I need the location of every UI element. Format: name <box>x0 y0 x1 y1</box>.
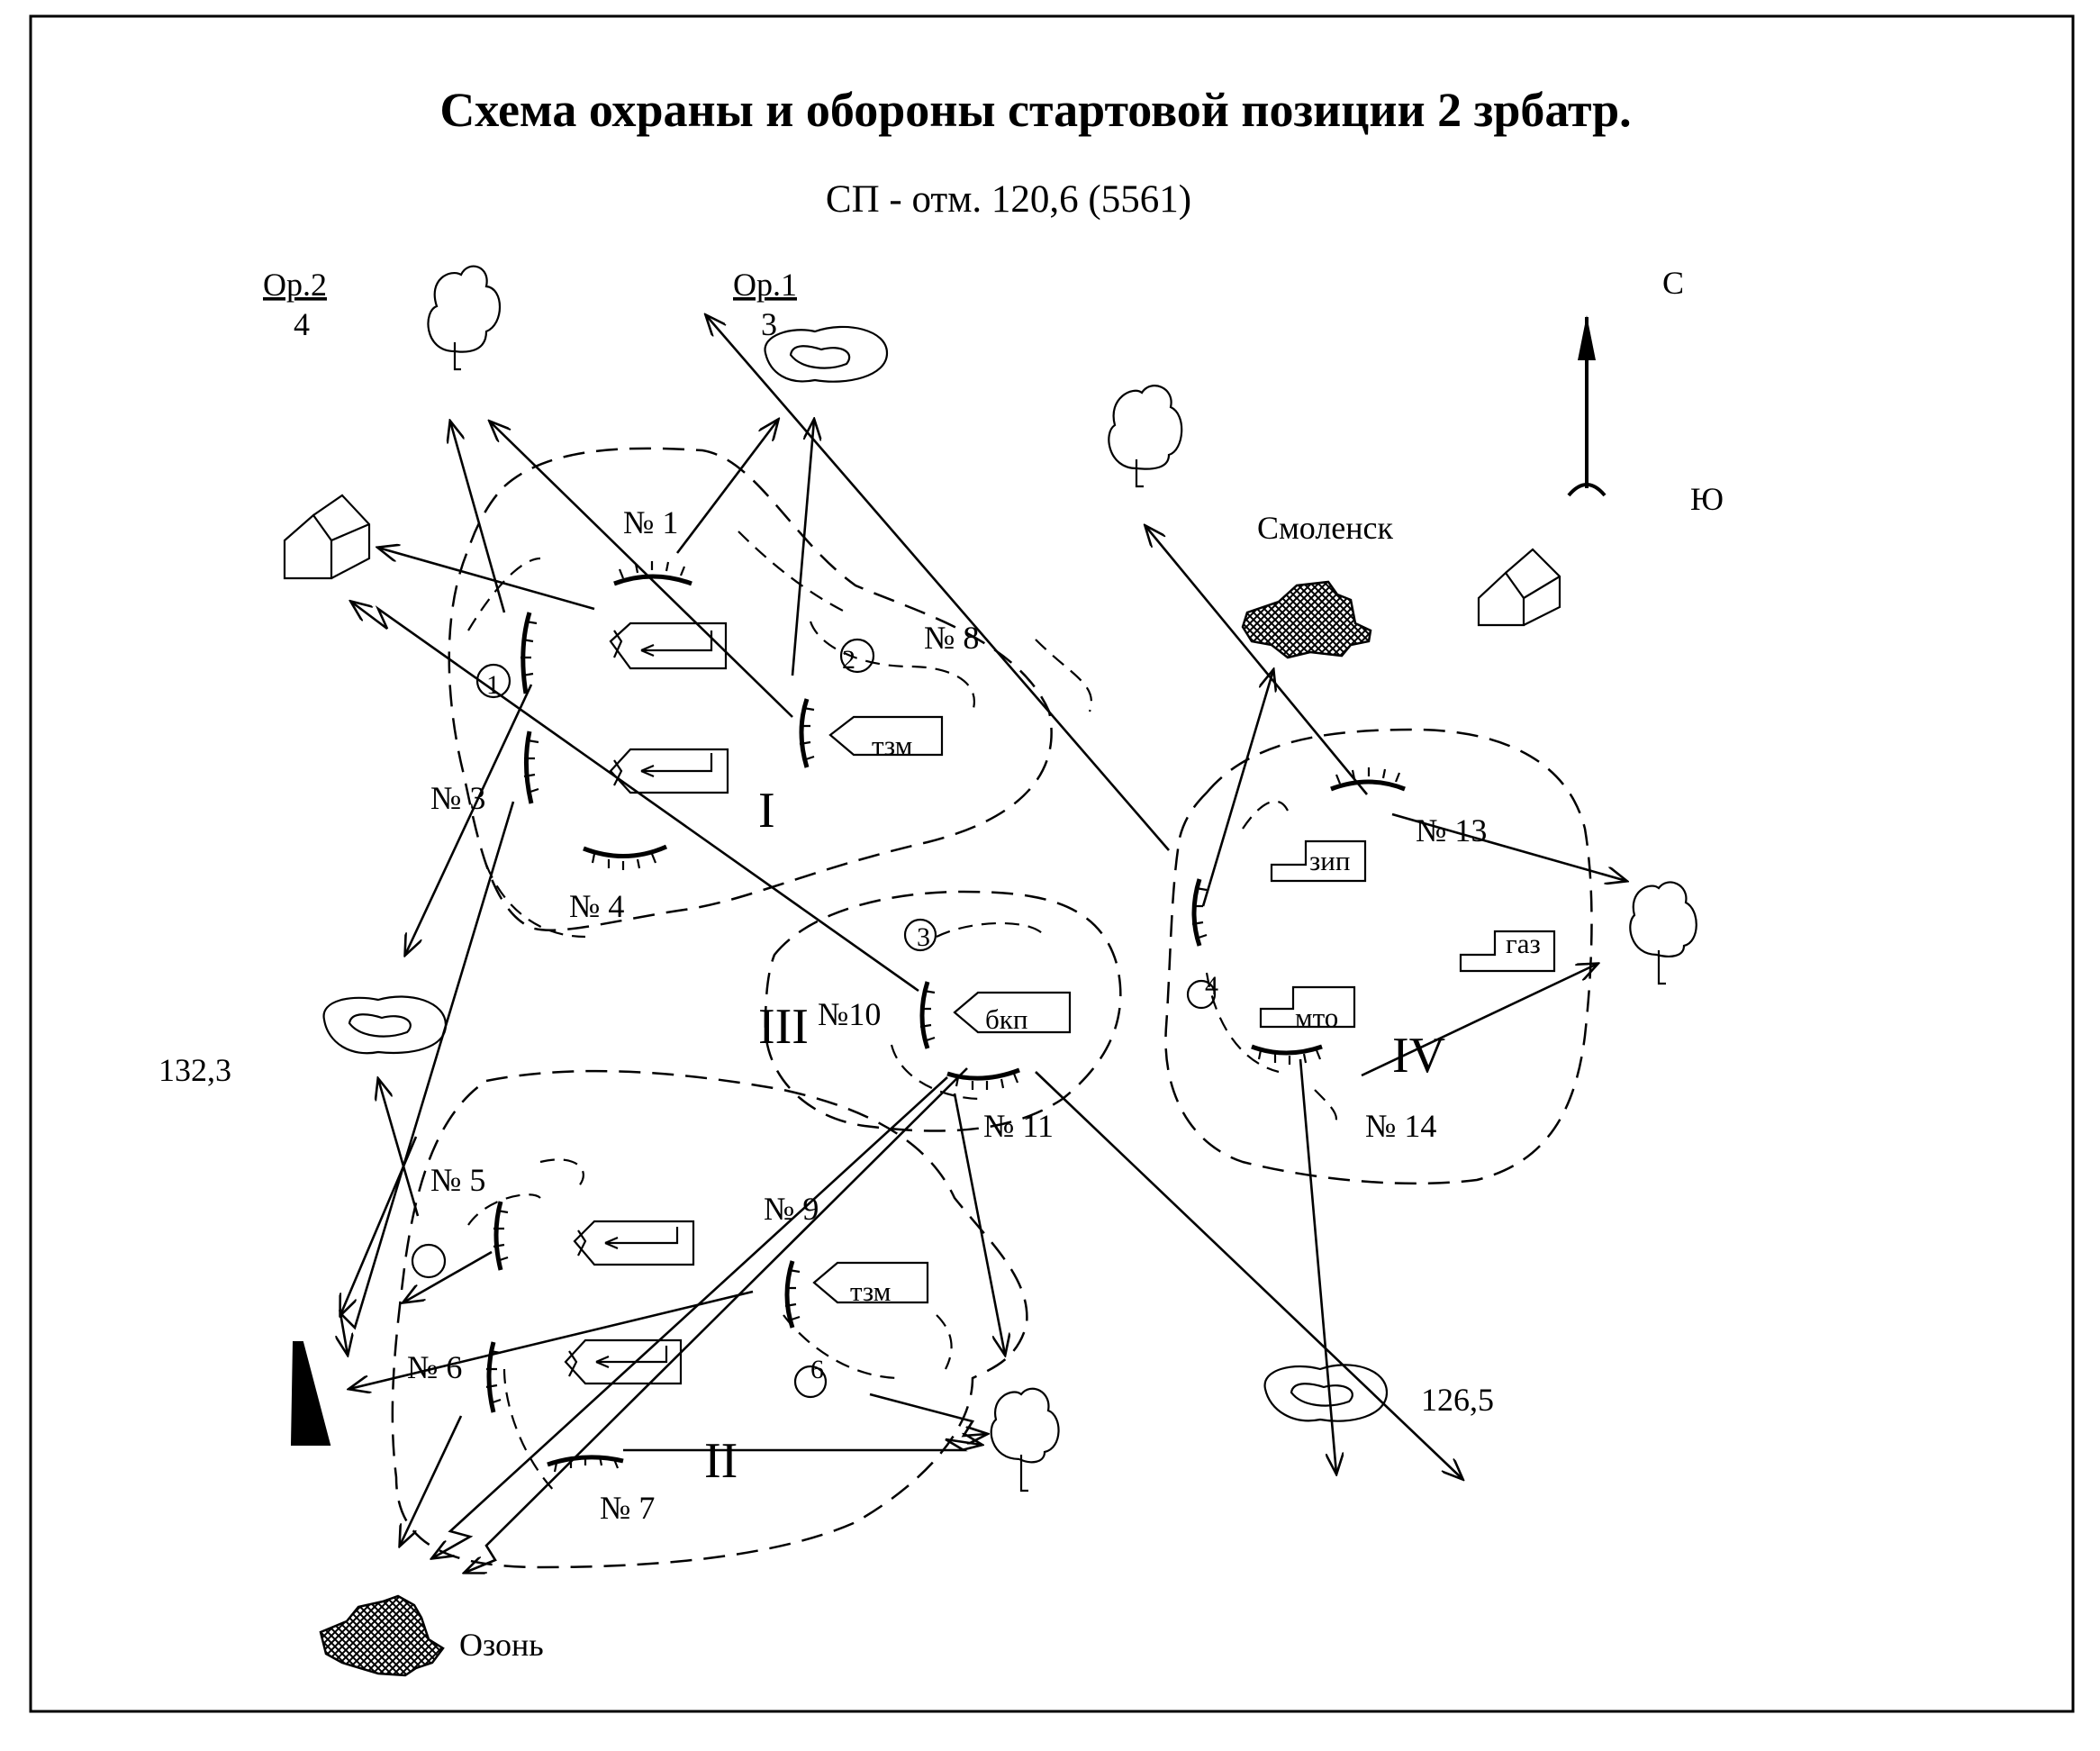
post-9-label: № 9 <box>764 1191 819 1227</box>
secondary-contour <box>1205 800 1337 1127</box>
post-7-label: № 7 <box>600 1490 655 1526</box>
post-5-label: № 5 <box>430 1162 485 1198</box>
reference-point-2: Ор.2 <box>263 267 327 303</box>
compass-north-label: С <box>1662 265 1684 301</box>
fire-line-post-5 <box>493 1201 509 1271</box>
compass-arrow-icon <box>1567 315 1607 497</box>
zone-I-label: I <box>758 783 775 839</box>
zone-IV-label: IV <box>1392 1028 1445 1084</box>
marker-circle-3: 3 <box>903 918 937 952</box>
launcher-icon <box>564 1338 683 1385</box>
elevation-132-3: 132,3 <box>158 1052 231 1088</box>
launcher-icon <box>609 748 729 794</box>
ozon-label: Озонь <box>459 1627 544 1663</box>
bush-icon <box>322 995 448 1055</box>
svg-text:6: 6 <box>810 1355 824 1384</box>
secondary-contour <box>467 1158 584 1496</box>
zip-storage-box <box>1270 839 1367 883</box>
post-3-label: № 3 <box>430 780 485 816</box>
tree-icon <box>1629 881 1697 985</box>
post-11-label: № 11 <box>983 1108 1054 1144</box>
zone-II-label: II <box>704 1433 738 1489</box>
svg-text:2: 2 <box>842 645 855 675</box>
secondary-contour <box>783 1314 953 1380</box>
diagram-title: Схема охраны и обороны стартовой позиции… <box>439 83 1631 137</box>
zone-II-boundary <box>391 1069 1028 1569</box>
tzm-label: тзм <box>872 730 912 761</box>
launcher-icon <box>609 621 728 670</box>
bush-icon <box>764 325 889 383</box>
svg-text:4: 4 <box>1205 971 1218 1001</box>
reference-point-2-number: 4 <box>294 306 310 342</box>
zone-III-label: III <box>758 999 809 1055</box>
bkp-label: бкп <box>985 1003 1027 1035</box>
post-4-label: № 4 <box>569 888 624 924</box>
house-icon <box>1477 548 1561 627</box>
fire-line-post-14 <box>1251 1044 1323 1065</box>
marker-circle-6: 6 <box>793 1355 828 1399</box>
fire-line-post-9 <box>784 1260 801 1329</box>
tzm-label: тзм <box>850 1275 891 1307</box>
marker-circle <box>411 1243 447 1279</box>
smolensk-settlement-icon <box>1241 580 1372 659</box>
zone-I-boundary <box>448 447 1053 931</box>
fire-line-post-8 <box>799 698 815 768</box>
zone-III-boundary <box>764 890 1122 1132</box>
post-14-label: № 14 <box>1365 1108 1436 1144</box>
secondary-contour <box>467 557 586 939</box>
mto-storage-box <box>1259 985 1356 1029</box>
reference-point-1-number: 3 <box>761 306 777 342</box>
secondary-contour <box>1035 639 1092 712</box>
secondary-contour <box>738 531 975 712</box>
launcher-icon <box>573 1220 695 1266</box>
landmark-tower-icon <box>290 1341 331 1446</box>
post-10-label: №10 <box>818 996 881 1032</box>
mto-label: мто <box>1295 1002 1338 1033</box>
svg-text:1: 1 <box>486 670 500 700</box>
fire-line-post-10 <box>919 981 936 1049</box>
fire-line-post-11 <box>946 1067 1020 1090</box>
diagram-subtitle: СП - отм. 120,6 (5561) <box>826 178 1191 221</box>
svg-text:3: 3 <box>917 922 930 952</box>
fire-line-post-6 <box>485 1341 502 1413</box>
zone-IV-boundary <box>1164 728 1593 1185</box>
elevation-126-5: 126,5 <box>1421 1382 1494 1418</box>
gas-storage-box <box>1459 930 1556 973</box>
tree-icon <box>990 1387 1060 1492</box>
zip-label: зип <box>1309 845 1350 876</box>
marker-circle-2: 2 <box>839 638 875 675</box>
fire-line-post-3b <box>523 730 539 804</box>
frame-border <box>29 14 2075 1713</box>
fire-line-post-3 <box>520 612 538 694</box>
smolensk-label: Смоленск <box>1257 510 1394 546</box>
gas-label: газ <box>1506 928 1541 959</box>
tree-icon <box>427 265 502 371</box>
secondary-contour <box>890 921 1045 1101</box>
compass-south-label: Ю <box>1690 481 1724 517</box>
bush-icon <box>1263 1364 1389 1422</box>
post-1-label: № 1 <box>623 504 678 540</box>
fire-line-post-13 <box>1330 767 1406 792</box>
fire-sector-arrows <box>340 315 1626 1573</box>
post-6-label: № 6 <box>407 1349 462 1385</box>
marker-circle-4: 4 <box>1186 971 1218 1010</box>
fire-line-post-4 <box>583 844 668 870</box>
house-icon <box>283 494 371 580</box>
ozon-settlement-icon <box>319 1594 445 1677</box>
fire-line-post-4b <box>1191 878 1208 947</box>
fire-line-post-1 <box>613 561 692 586</box>
post-8-label: № 8 <box>924 620 979 656</box>
reference-point-1: Ор.1 <box>733 267 797 303</box>
fire-line-post-7 <box>547 1455 624 1473</box>
post-13-label: № 13 <box>1416 812 1487 848</box>
bkp-command-post-box <box>953 991 1072 1034</box>
tzm-vehicle-box <box>828 715 944 757</box>
tzm-vehicle-box <box>812 1261 929 1304</box>
tree-icon <box>1108 385 1183 488</box>
